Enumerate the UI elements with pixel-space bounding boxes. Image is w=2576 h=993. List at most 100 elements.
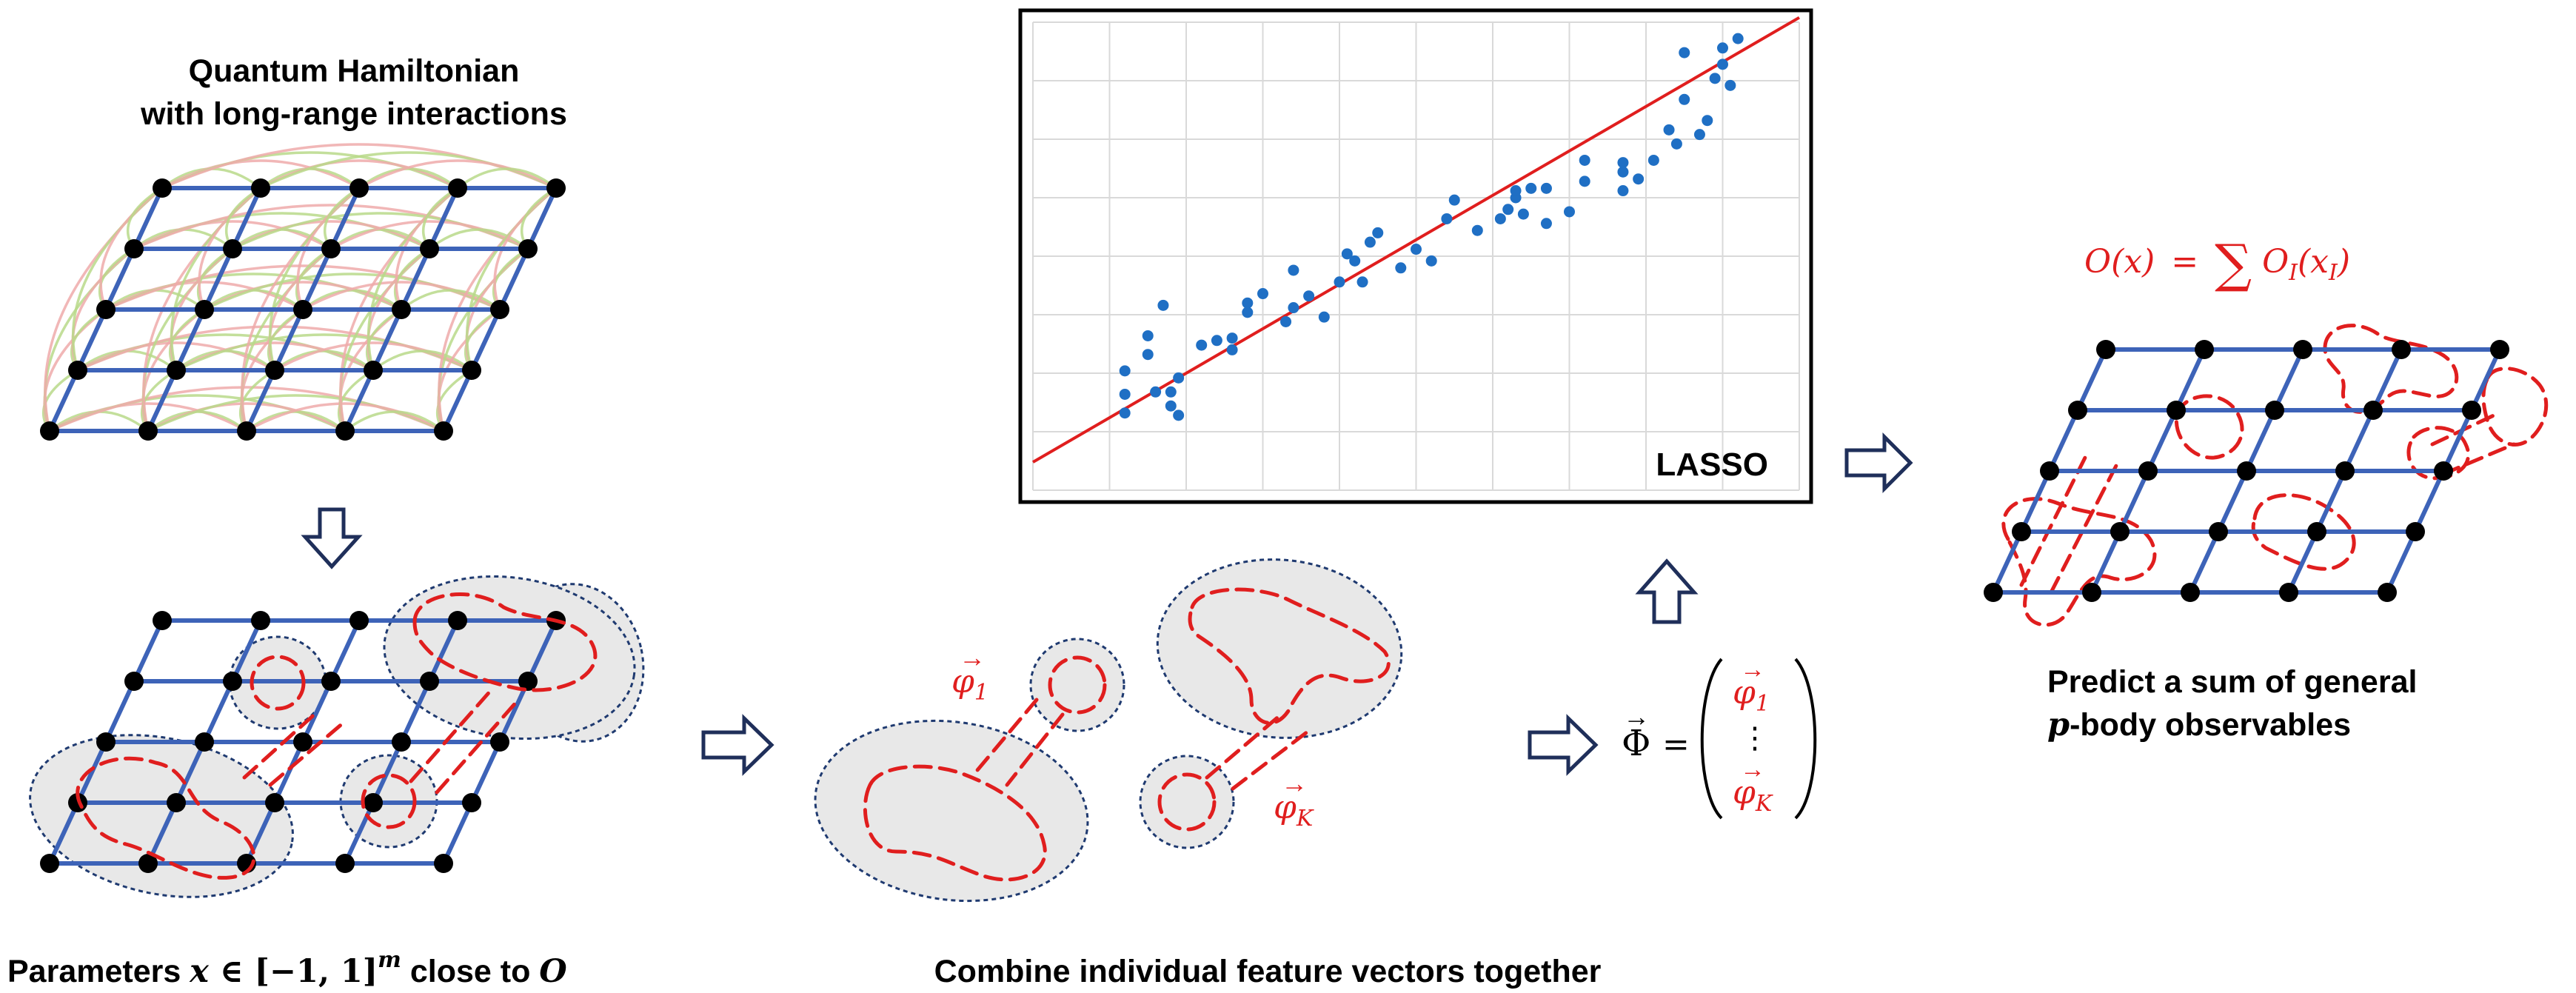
data-point (1717, 58, 1728, 70)
interaction-arc (330, 220, 529, 250)
lattice-site (364, 793, 383, 812)
data-point (1540, 182, 1552, 194)
lattice-site (251, 178, 270, 198)
lattice-site (293, 300, 312, 319)
lattice-site (2167, 401, 2186, 420)
vector-arrow-icon: → (959, 642, 986, 672)
prediction-panel: O(x)=∑OI(xI) Predict a sum of general p-… (1984, 233, 2549, 743)
data-point (1579, 175, 1590, 187)
data-point (1679, 47, 1690, 58)
right-paren (1794, 658, 1817, 820)
lattice-site (448, 611, 467, 630)
lattice-site (124, 672, 144, 691)
lattice-site (420, 672, 439, 691)
left-paren (1700, 658, 1723, 820)
data-point (1395, 262, 1407, 274)
phi-symbol: φ (951, 663, 974, 701)
feature-loops (863, 587, 1391, 882)
lattice-site (2082, 583, 2101, 602)
right-arrow-icon (1528, 714, 1599, 776)
data-point (1288, 302, 1299, 314)
interaction-arc (358, 159, 557, 190)
data-point (1242, 297, 1254, 309)
right-arrow-icon (1844, 432, 1913, 494)
lattice-site (2181, 583, 2200, 602)
lattice-site (2138, 461, 2158, 481)
lattice-site (462, 361, 481, 380)
formula-term: O (2262, 243, 2289, 281)
data-point (1564, 206, 1575, 218)
interaction-arc (259, 167, 361, 190)
capital-phi: Φ (1622, 723, 1650, 764)
data-point (1617, 185, 1629, 197)
data-point (1525, 182, 1537, 194)
data-point (1173, 409, 1185, 421)
hamiltonian-panel: Quantum Hamiltonian with long-range inte… (40, 53, 567, 441)
lasso-chart: LASSO (1018, 8, 1813, 504)
lattice-site (2209, 522, 2228, 541)
data-point (1724, 79, 1736, 91)
chart-points (1119, 33, 1744, 421)
lattice-site (448, 178, 467, 198)
prediction-lattice (1984, 340, 2509, 602)
lattice-site (462, 793, 481, 812)
data-point (1119, 365, 1131, 377)
lattice-site (265, 361, 284, 380)
lattice-site (2237, 461, 2256, 481)
lattice-site (434, 854, 453, 873)
interaction-arc (428, 228, 529, 250)
lattice-site (2012, 522, 2031, 541)
hamiltonian-title-line2: with long-range interactions (140, 96, 567, 132)
lattice-site (265, 793, 284, 812)
formula-close: ) (2337, 243, 2350, 281)
data-point (1679, 93, 1690, 105)
phi-1-label: φ1 (951, 663, 988, 706)
caption-x: x (189, 953, 210, 990)
vector-arrow-icon: → (1281, 768, 1308, 798)
hamiltonian-lattice (40, 178, 566, 441)
chart-grid (1032, 21, 1800, 491)
lattice-site (2378, 583, 2397, 602)
data-point (1242, 307, 1254, 318)
phi-subscript: 1 (974, 680, 988, 706)
lattice-site (2307, 522, 2326, 541)
data-point (1372, 227, 1384, 238)
feature-region-ellipse (814, 719, 1089, 903)
data-point (1288, 264, 1299, 276)
formula-arg: (x (2298, 243, 2329, 281)
lattice-site (96, 732, 116, 752)
data-point (1356, 276, 1368, 288)
data-point (1502, 204, 1514, 215)
interaction-arc (147, 410, 248, 432)
data-point (1732, 33, 1744, 44)
lattice-site (124, 239, 144, 258)
data-point (1510, 185, 1522, 197)
lattice-site (2406, 522, 2425, 541)
data-point (1142, 330, 1154, 341)
vector-arrow-icon: → (1740, 655, 1765, 683)
lattice-site (195, 732, 214, 752)
caption-prefix: Parameters (7, 954, 190, 989)
lattice-site (96, 300, 116, 319)
right-arrow-icon (701, 714, 775, 776)
data-point (1709, 73, 1721, 84)
lattice-site (2195, 340, 2214, 359)
feature-region-circle (1139, 755, 1235, 849)
interaction-arc (344, 410, 445, 432)
lattice-site (138, 421, 158, 441)
lattice-site (392, 300, 411, 319)
interaction-arc (161, 167, 262, 190)
observable-loops (2001, 324, 2549, 627)
caption-observable: O (539, 953, 567, 990)
formula-sum-symbol: ∑ (2215, 233, 2252, 294)
lattice-site (138, 854, 158, 873)
lattice-site (2363, 401, 2383, 420)
data-point (1196, 339, 1208, 351)
lasso-label: LASSO (1656, 447, 1768, 483)
data-point (1717, 42, 1728, 54)
equals-sign: = (1662, 726, 1690, 763)
vector-entry-first: φ1 (1733, 674, 1770, 717)
lattice-site (349, 611, 369, 630)
lattice-site (2068, 401, 2087, 420)
caption-rest: -body observables (2070, 707, 2351, 743)
